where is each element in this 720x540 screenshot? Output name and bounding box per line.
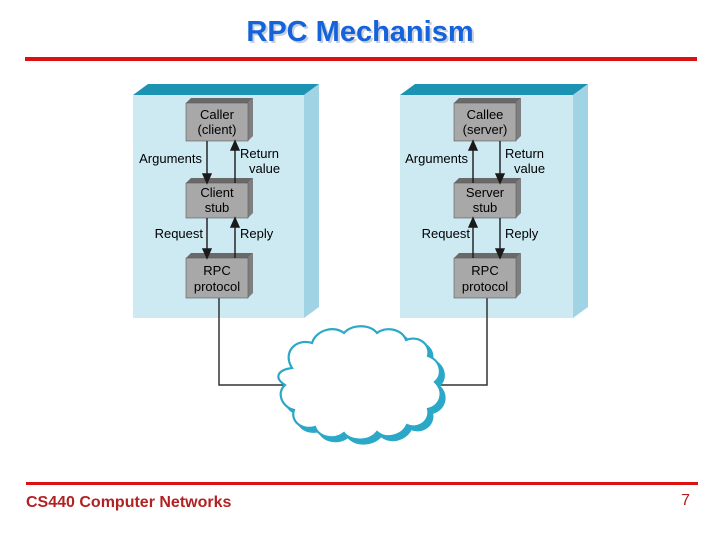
client-arguments-label: Arguments bbox=[139, 151, 202, 166]
server-stub-label-line1: Server bbox=[466, 185, 505, 200]
client-panel-side-face bbox=[304, 84, 319, 318]
footer-course-label: CS440 Computer Networks bbox=[26, 494, 232, 511]
client-rpc-box-side bbox=[248, 253, 253, 298]
arrowhead-up-icon bbox=[229, 216, 241, 228]
caller-box-front bbox=[185, 102, 249, 142]
arrowhead-down-icon bbox=[201, 248, 213, 260]
arrowhead-down-icon bbox=[201, 173, 213, 185]
server-stub-box-side bbox=[516, 178, 521, 218]
client-rpc-box-top bbox=[186, 253, 253, 258]
arrowhead-up-icon bbox=[467, 139, 479, 151]
server-rpc-box-top bbox=[454, 253, 521, 258]
caller-label-line1: Caller bbox=[200, 107, 235, 122]
client-request-down-arrow bbox=[201, 218, 213, 260]
network-cloud-body bbox=[277, 325, 442, 441]
callee-box-front bbox=[453, 102, 517, 142]
client-return-label-line2: value bbox=[249, 161, 280, 176]
client-reply-up-arrow bbox=[229, 216, 241, 258]
page-title: RPC Mechanism bbox=[246, 16, 474, 48]
arrowhead-up-icon bbox=[229, 139, 241, 151]
client-stub-box: Client stub bbox=[185, 178, 253, 219]
callee-box-side bbox=[516, 98, 521, 141]
client-rpc-label-line1: RPC bbox=[203, 263, 230, 278]
client-reply-label: Reply bbox=[240, 226, 274, 241]
client-stub-label-line2: stub bbox=[205, 200, 230, 215]
caller-box: Caller (client) bbox=[185, 98, 253, 142]
arrowhead-down-icon bbox=[494, 173, 506, 185]
client-request-label: Request bbox=[155, 226, 204, 241]
server-request-up-arrow bbox=[467, 216, 479, 258]
client-arguments-down-arrow bbox=[201, 141, 213, 185]
client-panel-top-face bbox=[133, 84, 319, 95]
server-reply-label: Reply bbox=[505, 226, 539, 241]
title-divider bbox=[25, 57, 697, 61]
server-stub-box-front bbox=[453, 182, 517, 219]
server-arguments-up-arrow bbox=[467, 139, 479, 183]
server-reply-down-arrow bbox=[494, 218, 506, 260]
callee-box-top bbox=[454, 98, 521, 103]
network-cloud bbox=[277, 325, 446, 445]
client-return-up-arrow bbox=[229, 139, 241, 183]
footer-divider bbox=[26, 482, 698, 485]
slide-page-number: 7 bbox=[681, 492, 690, 509]
server-stub-label-line2: stub bbox=[473, 200, 498, 215]
caller-label-line2: (client) bbox=[197, 122, 236, 137]
caller-box-side bbox=[248, 98, 253, 141]
client-stub-box-top bbox=[186, 178, 253, 183]
server-panel-side-face bbox=[573, 84, 588, 318]
server-request-label: Request bbox=[422, 226, 471, 241]
server-rpc-box-side bbox=[516, 253, 521, 298]
caller-box-top bbox=[186, 98, 253, 103]
callee-label-line2: (server) bbox=[463, 122, 508, 137]
client-stub-box-front bbox=[185, 182, 249, 219]
server-return-down-arrow bbox=[494, 141, 506, 185]
server-rpc-box-front bbox=[453, 257, 517, 299]
server-arguments-label: Arguments bbox=[405, 151, 468, 166]
client-to-network-line bbox=[218, 298, 300, 386]
arrowhead-down-icon bbox=[494, 248, 506, 260]
client-return-label-line1: Return bbox=[240, 146, 279, 161]
server-rpc-label-line1: RPC bbox=[471, 263, 498, 278]
callee-label-line1: Callee bbox=[467, 107, 504, 122]
server-rpc-label-line2: protocol bbox=[462, 279, 508, 294]
server-panel-top-face bbox=[400, 84, 588, 95]
client-rpc-box-front bbox=[185, 257, 249, 299]
client-rpc-protocol-box: RPC protocol bbox=[185, 253, 253, 299]
server-stub-box: Server stub bbox=[453, 178, 521, 219]
server-return-label-line2: value bbox=[514, 161, 545, 176]
arrowhead-up-icon bbox=[467, 216, 479, 228]
client-stub-box-side bbox=[248, 178, 253, 218]
server-stub-box-top bbox=[454, 178, 521, 183]
client-rpc-label-line2: protocol bbox=[194, 279, 240, 294]
client-stub-label-line1: Client bbox=[200, 185, 234, 200]
server-rpc-protocol-box: RPC protocol bbox=[453, 253, 521, 299]
server-return-label-line1: Return bbox=[505, 146, 544, 161]
callee-box: Callee (server) bbox=[453, 98, 521, 142]
